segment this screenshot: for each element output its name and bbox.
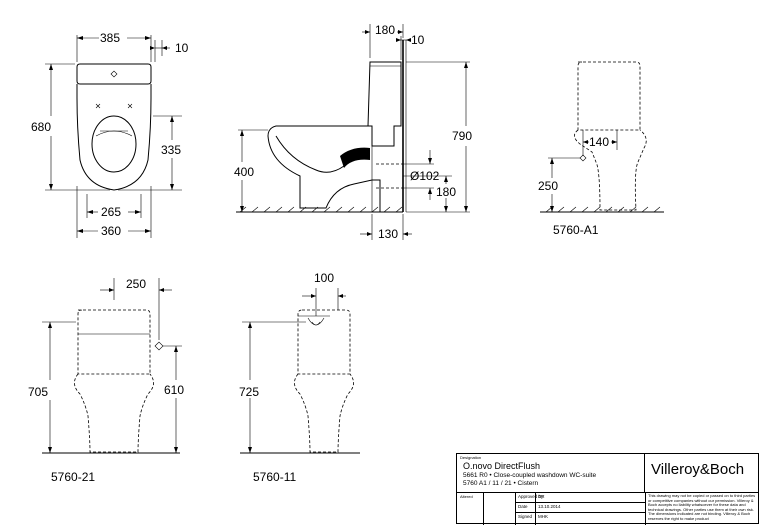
designation-label: Designation bbox=[460, 455, 482, 460]
dim-130: 130 bbox=[378, 227, 398, 241]
legal-notice: This drawing may not be copied or passed… bbox=[648, 493, 756, 521]
view-5760-21: 250 705 610 5760-21 bbox=[28, 277, 184, 484]
brand-logo: Villeroy&Boch bbox=[651, 461, 745, 478]
divider bbox=[515, 492, 516, 525]
product-description: 5661 R0 • Close-coupled washdown WC-suit… bbox=[463, 472, 597, 479]
dim-250-21: 250 bbox=[126, 277, 146, 291]
divider bbox=[515, 502, 645, 503]
dim-725: 725 bbox=[239, 385, 259, 399]
dim-790: 790 bbox=[452, 129, 472, 143]
side-view: 180 10 790 400 Ø102 180 130 bbox=[234, 23, 472, 241]
divider bbox=[535, 492, 536, 525]
view-label-5760-11: 5760-11 bbox=[253, 470, 296, 484]
product-name: O.novo DirectFlush bbox=[463, 461, 541, 471]
top-view: 385 10 680 335 265 360 bbox=[31, 31, 189, 238]
model-numbers: 5760 A1 / 11 / 21 • Cistern bbox=[463, 480, 539, 487]
view-label-5760-21: 5760-21 bbox=[51, 470, 95, 484]
date-label: Date bbox=[518, 504, 528, 509]
altered-label: Altered bbox=[460, 494, 473, 499]
dim-250-a1: 250 bbox=[538, 179, 558, 193]
view-5760-11: 100 725 5760-11 bbox=[239, 271, 360, 484]
divider bbox=[644, 454, 645, 492]
title-block: Designation O.novo DirectFlush 5661 R0 •… bbox=[456, 453, 759, 525]
divider bbox=[483, 492, 484, 525]
divider bbox=[457, 492, 759, 493]
approved-by-label: Approved by bbox=[518, 494, 544, 499]
dim-680: 680 bbox=[31, 120, 51, 134]
view-label-5760-a1: 5760-A1 bbox=[553, 223, 599, 237]
dim-360: 360 bbox=[101, 224, 121, 238]
divider bbox=[645, 492, 646, 525]
divider bbox=[515, 512, 645, 513]
dim-385: 385 bbox=[100, 31, 120, 45]
dim-180: 180 bbox=[375, 23, 395, 37]
dim-705: 705 bbox=[28, 385, 48, 399]
approved-by-value: DR bbox=[538, 494, 545, 499]
dim-102: Ø102 bbox=[410, 169, 440, 183]
date-value: 13.10.2014 bbox=[538, 504, 561, 509]
dim-10: 10 bbox=[175, 41, 189, 55]
dim-140: 140 bbox=[589, 135, 609, 149]
signed-value: MHK bbox=[538, 514, 548, 519]
dim-180b: 180 bbox=[436, 185, 456, 199]
dim-610: 610 bbox=[164, 383, 184, 397]
view-5760-a1: 140 250 5760-A1 bbox=[538, 61, 664, 237]
dim-100: 100 bbox=[314, 271, 334, 285]
dim-335: 335 bbox=[161, 143, 181, 157]
dim-10-side: 10 bbox=[411, 33, 425, 47]
signed-label: Signed bbox=[518, 514, 533, 519]
dim-400: 400 bbox=[234, 165, 254, 179]
dim-265: 265 bbox=[101, 205, 121, 219]
